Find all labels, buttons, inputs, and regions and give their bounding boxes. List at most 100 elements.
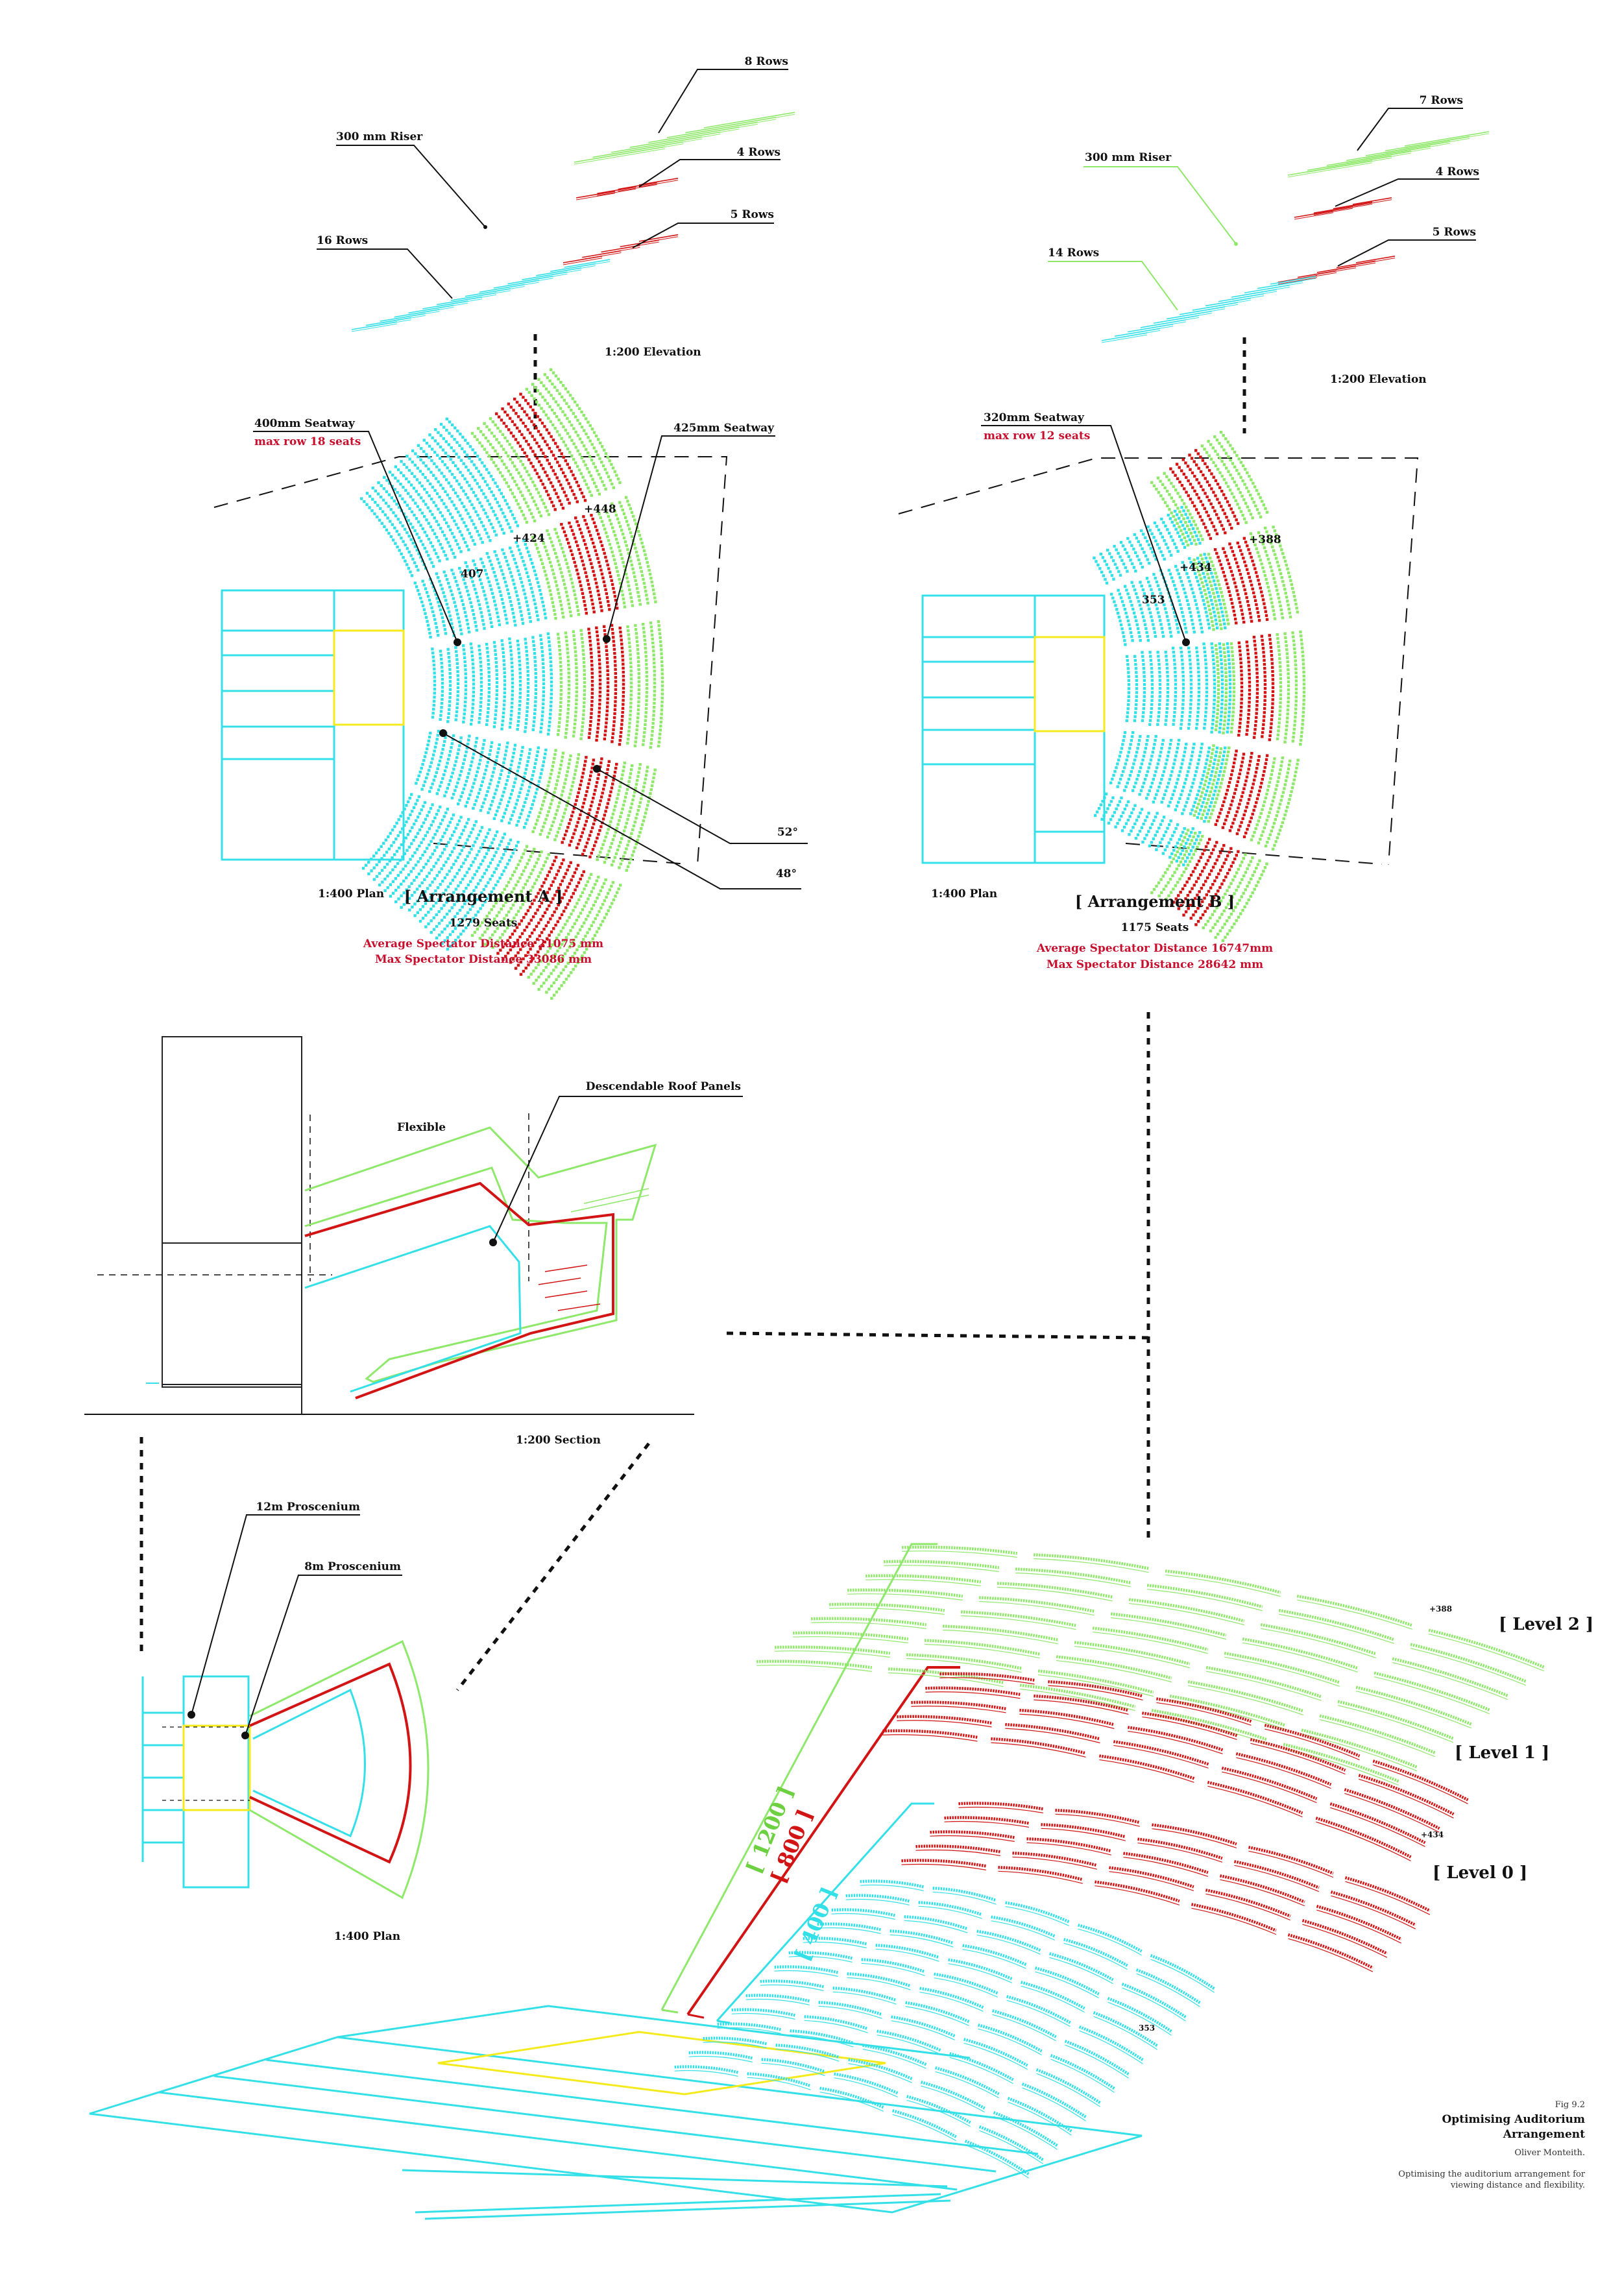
plan-b-max-distance: Max Spectator Distance 28642 mm: [1047, 958, 1263, 971]
section-cyan-panel: [304, 1225, 522, 1393]
sheet-connectors: [139, 1012, 1150, 1691]
leader-seatway-425: [606, 435, 775, 640]
plan-b-dashed-boundary: [898, 457, 1419, 865]
axo-red-plane-base: [687, 2013, 705, 2019]
proscenium-green-fan: [249, 1639, 430, 1900]
label-level-2: [ Level 2 ]: [1499, 1615, 1593, 1634]
section-red-panel: [304, 1181, 614, 1399]
caption-title-2: Arrangement: [1503, 2128, 1585, 2141]
label-angle-52: 52°: [777, 826, 798, 839]
section-green-outline: [304, 1126, 657, 1383]
plan-a-stage: [221, 589, 405, 861]
elevation-b: 7 Rows 4 Rows 5 Rows 300 mm Riser 14 Row…: [1048, 94, 1490, 433]
plan-b-seats: 1175 Seats: [1121, 921, 1189, 934]
elevation-b-scale: 1:200 Elevation: [1330, 373, 1427, 386]
elevation-a-cyan-rows: [351, 259, 611, 332]
label-max-row-b: max row 12 seats: [984, 429, 1090, 442]
axo-level-2-seats: [757, 1545, 1545, 1786]
leader-dot-angle-48: [439, 729, 447, 737]
label-level-0: [ Level 0 ]: [1433, 1863, 1527, 1883]
label-angle-48: 48°: [776, 867, 797, 880]
proscenium-scale: 1:400 Plan: [334, 1930, 400, 1943]
elevation-a-scale: 1:200 Elevation: [605, 346, 701, 359]
label-riser-b: 300 mm Riser: [1085, 151, 1172, 164]
label-count-388: +388: [1249, 533, 1281, 546]
label-count-353-axo: 353: [1139, 2024, 1155, 2033]
leader-riser-a: [336, 145, 486, 228]
section: Descendable Roof Panels Flexible 1:200 S…: [84, 1036, 743, 1447]
plan-b-dashed-bottom: [1125, 843, 1383, 865]
leader-14-rows-b: [1048, 261, 1178, 311]
leader-angle-48: [442, 732, 801, 889]
section-flytower: [162, 1036, 302, 1388]
leader-dot-8m: [241, 1732, 249, 1739]
leader-4-rows-a: [638, 159, 781, 187]
plan-b-stage: [921, 594, 1106, 864]
leader-angle-52: [596, 768, 808, 844]
axonometric: [ Level 2 ] [ Level 1 ] [ Level 0 ] [ 12…: [89, 1543, 1593, 2220]
proscenium-plan: 12m Proscenium 8m Proscenium 1:400 Plan: [141, 1501, 430, 1943]
label-count-388-axo: +388: [1429, 1604, 1452, 1613]
leader-seatway-400: [253, 431, 458, 643]
axo-stage-floor: [89, 2005, 1143, 2220]
label-seatway-320: 320mm Seatway: [984, 411, 1085, 424]
leader-seatway-320: [981, 425, 1187, 643]
axo-green-plane-edge: [660, 1543, 938, 2011]
leader-16-rows-a: [317, 248, 453, 299]
plan-b-seating: [1093, 430, 1306, 943]
leader-dot-angle-52: [593, 765, 601, 773]
leader-dot-seatway-320: [1182, 638, 1190, 646]
elevation-b-red-rows-low: [1277, 256, 1396, 285]
label-roof-panels: Descendable Roof Panels: [586, 1080, 741, 1093]
label-8m-proscenium: 8m Proscenium: [304, 1560, 401, 1573]
axo-cyan-plane-edge: [716, 1802, 934, 2022]
label-8-rows-a: 8 Rows: [745, 55, 788, 68]
section-stage-box: [162, 1242, 302, 1385]
leader-dot-riser-b: [1234, 242, 1238, 246]
label-count-434: +434: [1180, 561, 1212, 574]
label-count-448: +448: [584, 503, 616, 516]
label-12m-proscenium: 12m Proscenium: [256, 1501, 360, 1514]
leader-5-rows-a: [632, 223, 774, 248]
leader-7-rows-b: [1357, 108, 1463, 151]
label-seatway-425: 425mm Seatway: [673, 422, 775, 435]
label-count-353: 353: [1142, 594, 1165, 607]
label-level-1: [ Level 1 ]: [1455, 1743, 1549, 1763]
section-scale: 1:200 Section: [516, 1434, 601, 1447]
plan-b-scale: 1:400 Plan: [931, 888, 997, 900]
label-5-rows-b: 5 Rows: [1433, 226, 1476, 239]
label-7-rows-b: 7 Rows: [1420, 94, 1463, 107]
elevation-a-red-rows-low: [563, 234, 679, 265]
axo-level-1-seats: [882, 1672, 1469, 1861]
plan-a-scale: 1:400 Plan: [318, 888, 384, 900]
caption: Fig 9.2 Optimising Auditorium Arrangemen…: [1398, 2100, 1585, 2190]
plan-a-seating: [359, 368, 664, 1000]
axo-green-plane-base: [661, 2009, 679, 2014]
label-count-434-axo: +434: [1421, 1830, 1444, 1839]
caption-title-1: Optimising Auditorium: [1442, 2113, 1586, 2126]
elevation-a-green-rows: [574, 112, 795, 165]
leader-dot-roof-panels: [489, 1239, 497, 1246]
label-count-424: +424: [513, 532, 545, 545]
elevation-b-red-rows-mid: [1294, 197, 1392, 220]
plan-a-seats: 1279 Seats: [450, 917, 518, 930]
leader-8m: [245, 1575, 402, 1736]
leader-dot-seatway-425: [603, 635, 611, 643]
plan-b-title: [ Arrangement B ]: [1075, 892, 1235, 911]
proscenium-cyan-fan: [252, 1688, 366, 1838]
axo-level-0-red-seats: [901, 1802, 1431, 1972]
plan-a: 400mm Seatway max row 18 seats 425mm Sea…: [213, 368, 808, 1000]
label-seatway-400: 400mm Seatway: [254, 417, 356, 430]
leader-dot-12m: [188, 1711, 195, 1719]
axo-level-0-cyan-seats: [674, 1879, 1215, 2179]
elevation-a-red-rows-mid: [575, 178, 679, 200]
caption-desc-1: Optimising the auditorium arrangement fo…: [1398, 2169, 1585, 2179]
plan-b-avg-distance: Average Spectator Distance 16747mm: [1036, 942, 1273, 955]
leader-12m: [191, 1514, 360, 1715]
caption-fig: Fig 9.2: [1555, 2100, 1585, 2110]
plan-b: 320mm Seatway max row 12 seats 353 +434 …: [898, 411, 1419, 971]
section-rake-lines: [146, 1188, 649, 1384]
leader-4-rows-b: [1335, 178, 1479, 207]
leader-dot-seatway-400: [454, 638, 461, 646]
